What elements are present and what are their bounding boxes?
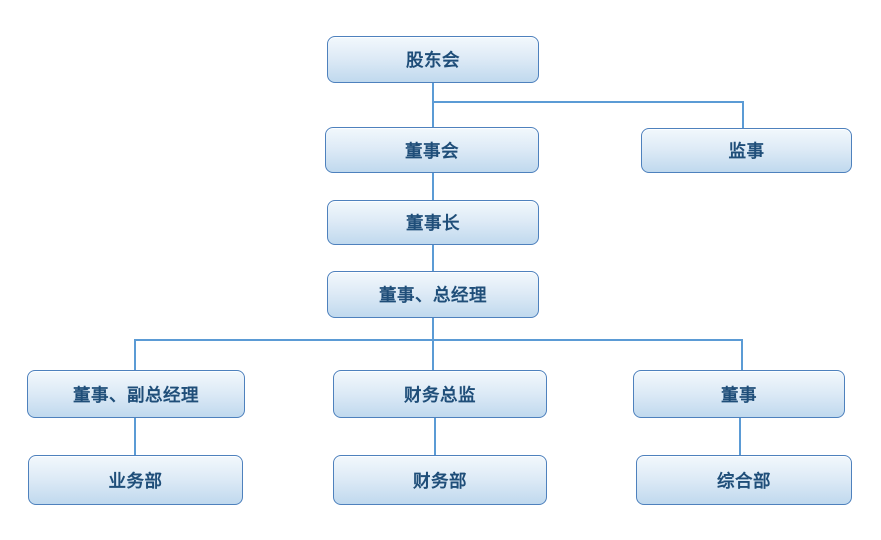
node-general-dept-label: 综合部: [717, 470, 771, 491]
node-business-dept: 业务部: [28, 455, 243, 505]
node-finance-dept-label: 财务部: [413, 470, 467, 491]
node-cfo: 财务总监: [333, 370, 547, 418]
node-finance-dept: 财务部: [333, 455, 547, 505]
node-chairman: 董事长: [327, 200, 539, 245]
node-gm: 董事、总经理: [327, 271, 539, 318]
node-director: 董事: [633, 370, 845, 418]
node-chairman-label: 董事长: [406, 213, 460, 233]
node-business-dept-label: 业务部: [108, 470, 163, 491]
node-gm-label: 董事、总经理: [379, 285, 487, 305]
node-supervisor: 监事: [641, 128, 852, 173]
node-board-label: 董事会: [405, 140, 459, 161]
node-cfo-label: 财务总监: [404, 384, 476, 405]
node-supervisor-label: 监事: [728, 141, 765, 161]
node-shareholders-label: 股东会: [406, 50, 460, 70]
node-deputy-gm-label: 董事、副总经理: [73, 384, 199, 405]
node-general-dept: 综合部: [636, 455, 852, 505]
node-board: 董事会: [325, 127, 539, 173]
node-deputy-gm: 董事、副总经理: [27, 370, 245, 418]
node-director-label: 董事: [721, 384, 757, 405]
node-shareholders: 股东会: [327, 36, 539, 83]
